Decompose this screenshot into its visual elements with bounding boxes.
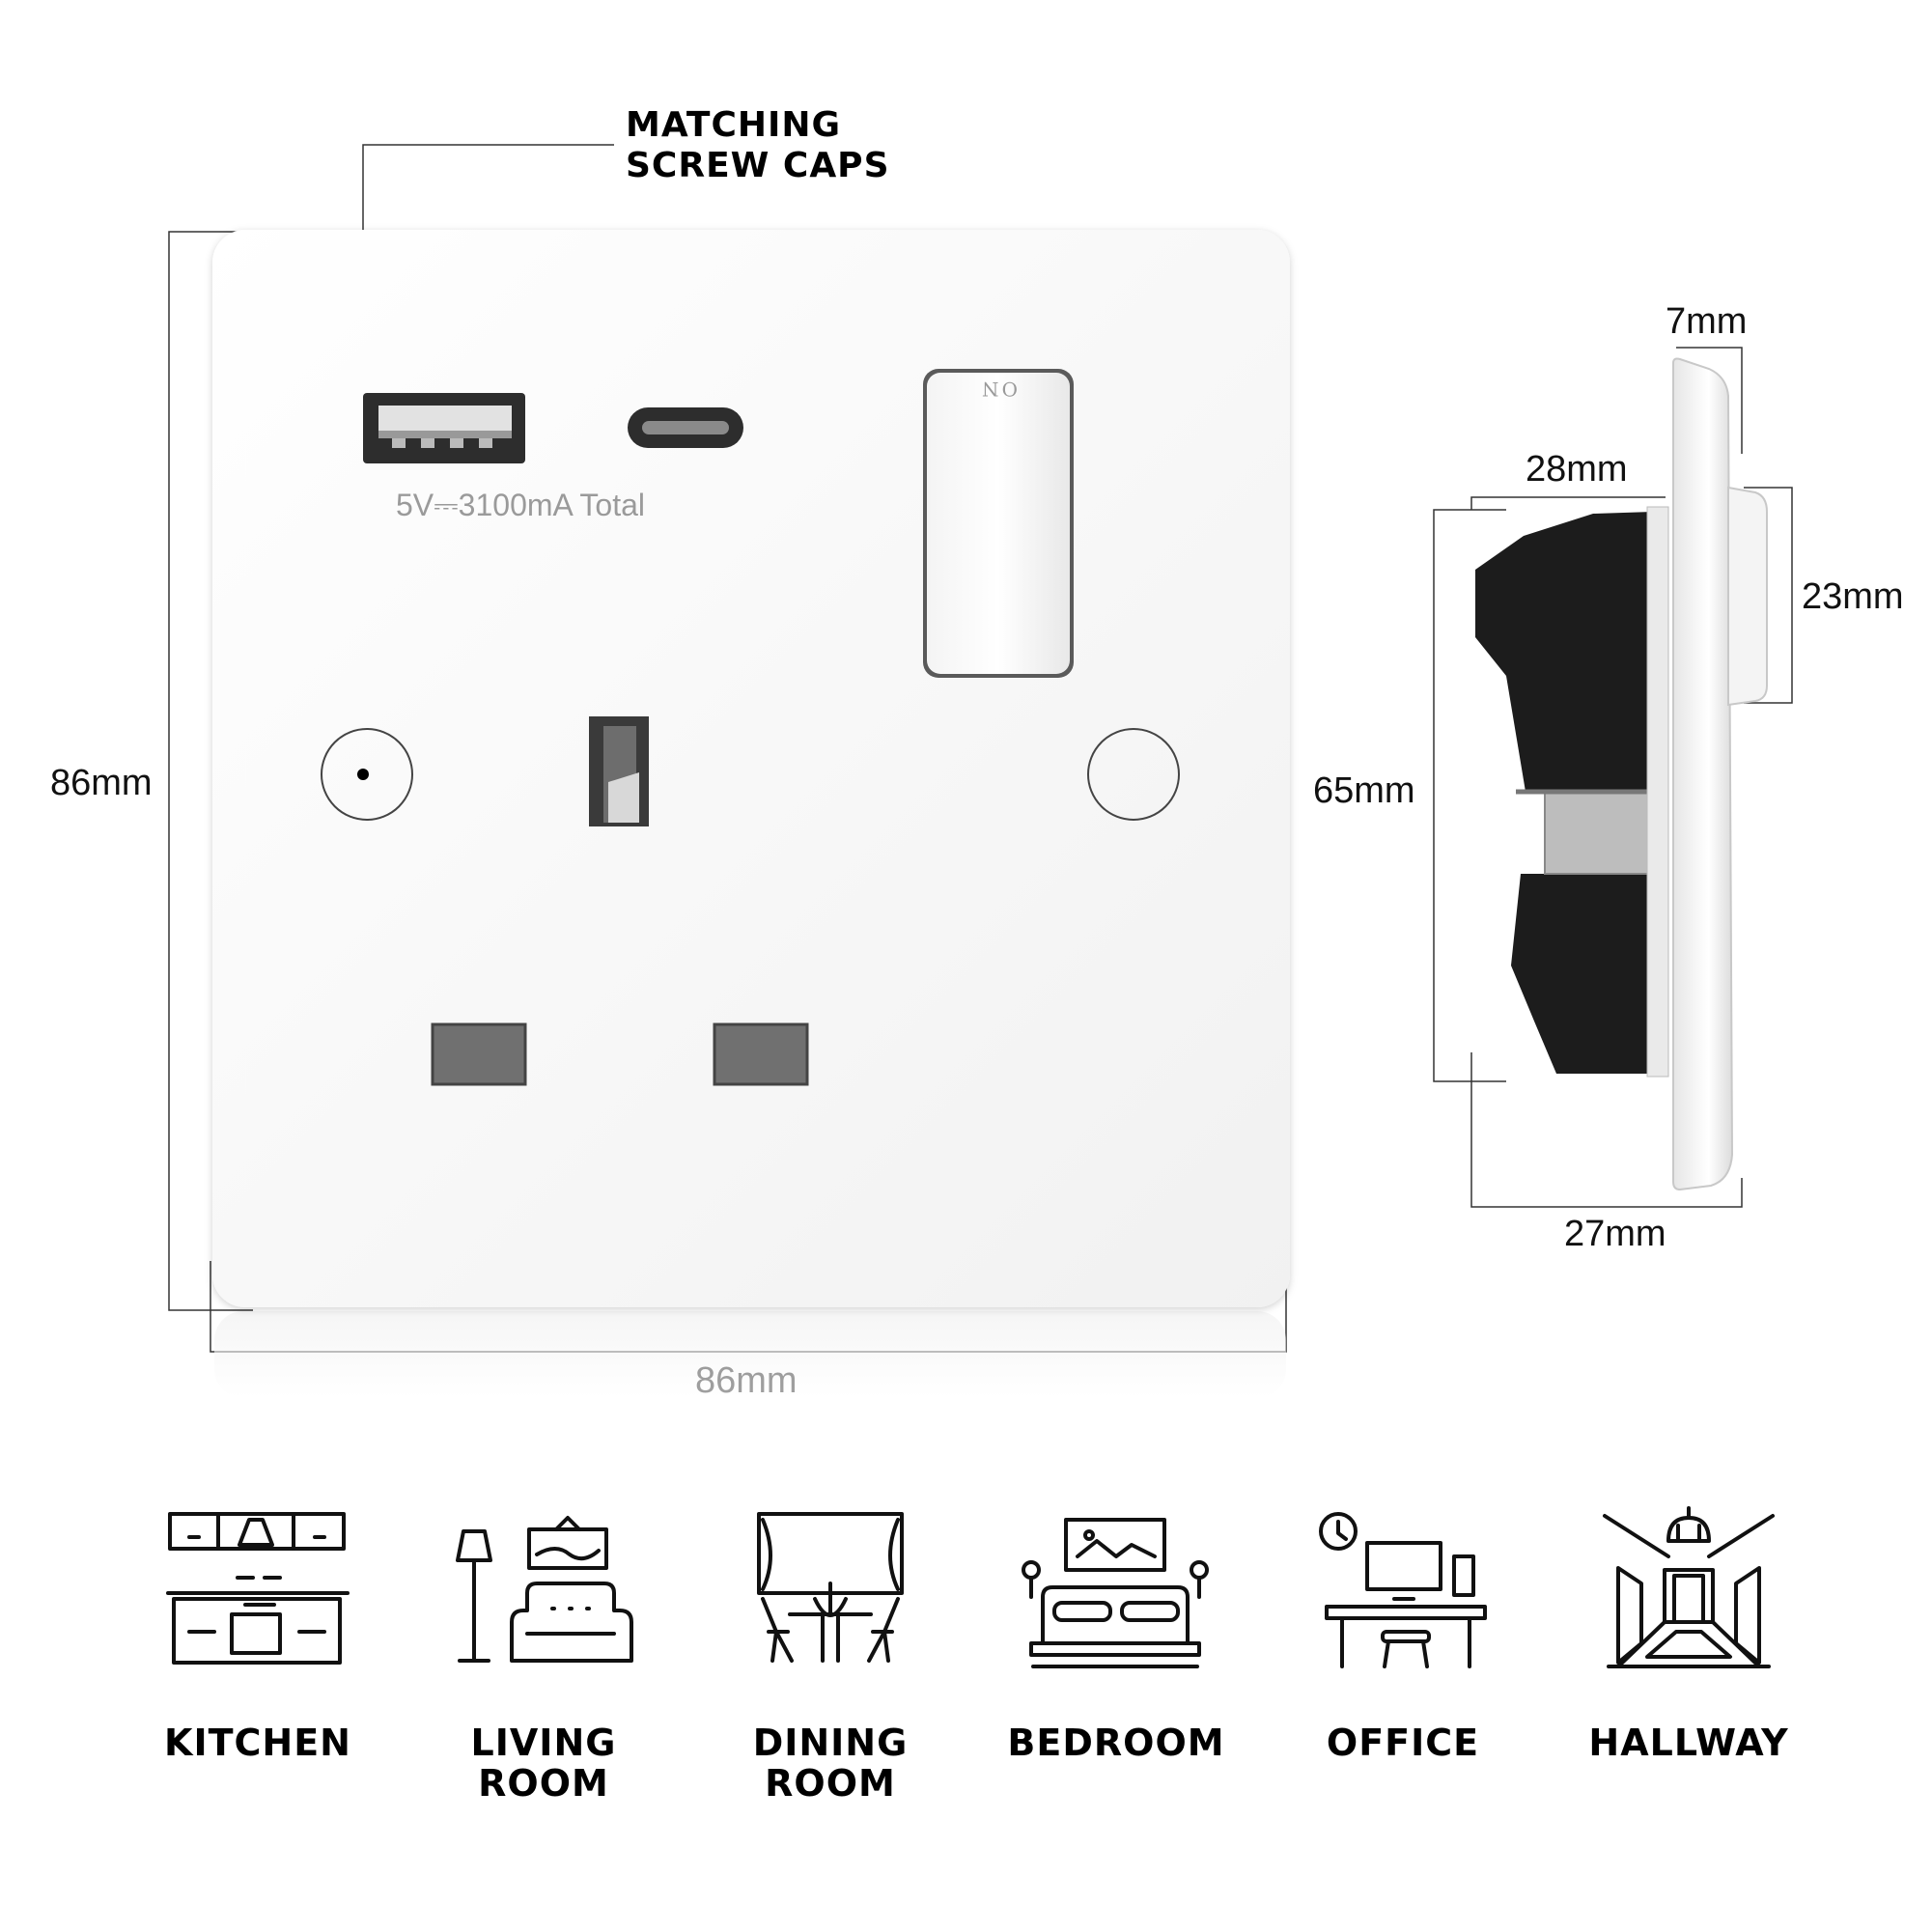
plate-reflection <box>214 1311 1286 1398</box>
socket-side-view: 7mm 28mm 23mm 65mm 27mm <box>1313 301 1904 1254</box>
room-label-living-2: ROOM <box>478 1762 609 1805</box>
top-depth-line <box>1676 347 1743 454</box>
side-depth-label: 28mm <box>1526 449 1628 490</box>
side-switch-label: 23mm <box>1802 576 1904 617</box>
room-label-hallway: HALLWAY <box>1588 1722 1788 1764</box>
metal-mounting-bracket <box>1544 791 1654 875</box>
bedroom-icon <box>1022 1518 1209 1668</box>
room-label-dining-1: DINING <box>753 1722 909 1764</box>
room-label-living-1: LIVING <box>471 1722 617 1764</box>
callout-line-1: MATCHING <box>626 105 841 145</box>
terminal-block-upper <box>1475 512 1653 792</box>
terminal-block-lower <box>1511 874 1653 1074</box>
hallway-icon <box>1603 1506 1775 1668</box>
earth-pin-slot <box>589 716 649 826</box>
kitchen-icon <box>166 1512 350 1665</box>
room-icons <box>166 1506 1775 1668</box>
room-label-bedroom: BEDROOM <box>1007 1722 1224 1764</box>
switch-on-label: ON <box>979 378 1018 401</box>
room-label-dining-2: ROOM <box>765 1762 896 1805</box>
dining-room-icon <box>757 1512 904 1663</box>
right-screw-cap <box>1087 728 1180 821</box>
side-height-line <box>1433 509 1506 1082</box>
screw-caps-callout: MATCHING SCREW CAPS <box>362 105 890 774</box>
plate-rear-edge <box>1646 506 1669 1078</box>
socket-faceplate <box>212 230 1290 1307</box>
room-label-kitchen: KITCHEN <box>164 1722 351 1764</box>
live-pin-slot <box>713 1022 809 1086</box>
living-room-icon <box>456 1516 633 1663</box>
office-icon <box>1319 1512 1487 1668</box>
switch-rocker-side <box>1727 486 1768 707</box>
side-top-label: 7mm <box>1666 301 1747 342</box>
side-bottom-label: 27mm <box>1564 1214 1666 1254</box>
switch-depth-line <box>1744 487 1793 704</box>
neutral-pin-slot <box>431 1022 527 1086</box>
side-height-label: 65mm <box>1313 770 1415 811</box>
usb-rating-text: 5V⎓3100mA Total <box>396 488 645 522</box>
left-screw-cap <box>321 728 413 821</box>
usb-a-port <box>363 393 525 463</box>
callout-dot <box>357 769 369 780</box>
bottom-depth-line <box>1470 1052 1743 1208</box>
power-switch: ON <box>923 369 1074 678</box>
callout-line-2: SCREW CAPS <box>626 146 890 185</box>
usb-c-port <box>628 407 743 448</box>
socket-front-view: 5V⎓3100mA Total ON <box>212 230 1290 1398</box>
body-depth-line <box>1470 496 1666 510</box>
room-label-office: OFFICE <box>1327 1722 1479 1764</box>
front-height-label: 86mm <box>50 763 153 803</box>
faceplate-side <box>1672 357 1734 1191</box>
room-labels: KITCHEN LIVING ROOM DINING ROOM BEDROOM … <box>164 1722 1788 1805</box>
